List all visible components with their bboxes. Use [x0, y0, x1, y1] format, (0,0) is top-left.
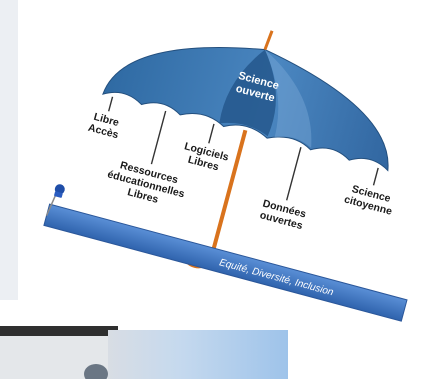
canopy-highlight — [264, 49, 312, 148]
left-shadow — [0, 0, 18, 300]
rib-3 — [208, 123, 215, 144]
diagram-card: Science ouverte Libre Accès Ressources é… — [35, 0, 443, 329]
pushpin-icon — [45, 184, 65, 217]
rib-4 — [285, 147, 302, 201]
background-photo-fragment — [0, 326, 288, 379]
umbrella-ribs — [107, 96, 379, 201]
umbrella: Science ouverte — [102, 30, 389, 269]
umbrella-shaft — [211, 129, 248, 251]
photo-blur-shape — [84, 364, 108, 379]
rib-1 — [107, 96, 114, 112]
rib-2 — [150, 110, 167, 165]
photo-light-area — [108, 330, 288, 379]
rib-5 — [372, 167, 379, 186]
canopy-panel-center — [219, 49, 276, 137]
umbrella-tip — [263, 30, 274, 51]
